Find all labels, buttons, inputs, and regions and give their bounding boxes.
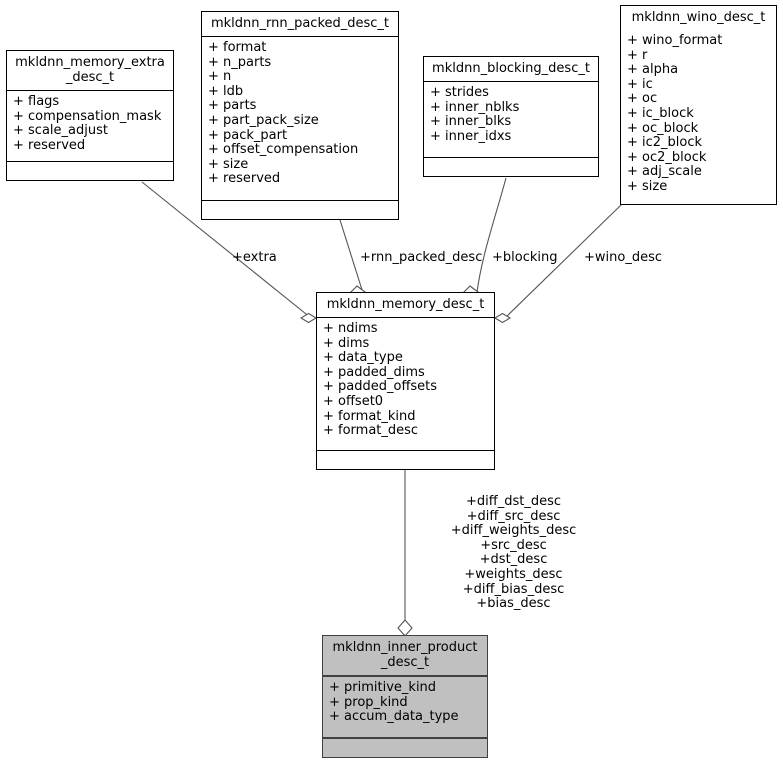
divider [202, 200, 398, 201]
edge-label-extra: +extra [232, 250, 277, 265]
divider [323, 675, 487, 677]
class-title: mkldnn_rnn_packed_desc_t [210, 16, 390, 31]
divider [323, 737, 487, 739]
attribute: + part_pack_size [208, 112, 319, 128]
attribute: + reserved [13, 137, 86, 153]
attribute: + adj_scale [627, 164, 702, 180]
aggregation-diamond-wino [493, 312, 512, 324]
attribute: + size [627, 178, 668, 194]
attribute: + inner_blks [430, 114, 512, 130]
class-box-rnn-packed-desc[interactable]: mkldnn_rnn_packed_desc_t + format + n_pa… [201, 11, 399, 220]
attribute: + n [208, 69, 232, 85]
aggregation-diamond-extra [299, 312, 318, 324]
attribute: + ic_block [627, 105, 694, 121]
class-attributes: + primitive_kind + prop_kind + accum_dat… [323, 677, 487, 737]
attribute: + ndims [323, 321, 378, 336]
class-title: mkldnn_blocking_desc_t [432, 61, 590, 76]
attribute: + scale_adjust [13, 123, 108, 139]
attribute: + dims [323, 335, 370, 351]
attribute: + size [208, 156, 249, 172]
class-attributes: + format + n_parts + n + ldb + parts + p… [202, 37, 398, 200]
attribute: + parts [208, 98, 257, 114]
attribute: + alpha [627, 62, 679, 78]
attribute: + inner_idxs [430, 128, 512, 144]
class-box-blocking-desc[interactable]: mkldnn_blocking_desc_t + strides + inner… [423, 56, 599, 177]
attribute: + format_kind [323, 408, 416, 424]
class-operations [621, 201, 776, 219]
class-title: mkldnn_memory_desc_t [326, 297, 485, 312]
edge-label-blocking: +blocking [492, 250, 558, 265]
attribute: + compensation_mask [13, 108, 162, 124]
class-box-inner-product-desc[interactable]: mkldnn_inner_product _desc_t + primitive… [322, 635, 488, 758]
class-attributes: + flags + compensation_mask + scale_adju… [7, 91, 173, 161]
attribute: + prop_kind [329, 694, 408, 710]
attribute: + accum_data_type [329, 709, 459, 725]
class-operations [323, 739, 487, 757]
attribute: + data_type [323, 350, 403, 366]
class-operations [424, 158, 598, 176]
divider [424, 157, 598, 158]
attribute: + offset_compensation [208, 142, 359, 158]
class-title: mkldnn_inner_product _desc_t [332, 640, 478, 670]
divider [424, 81, 598, 82]
attribute: + offset0 [323, 393, 384, 409]
attribute: + n_parts [208, 54, 272, 70]
attribute: + oc [627, 91, 658, 107]
divider [7, 90, 173, 91]
attribute: + ldb [208, 83, 244, 99]
attribute: + padded_dims [323, 364, 425, 380]
attribute: + oc2_block [627, 149, 707, 165]
class-box-wino-desc[interactable]: mkldnn_wino_desc_t + wino_format + r + a… [620, 5, 777, 205]
class-operations [317, 451, 494, 469]
class-attributes: + strides + inner_nblks + inner_blks + i… [424, 82, 598, 157]
divider [7, 161, 173, 162]
edge-label-inner-product-roles: +diff_dst_desc +diff_src_desc +diff_weig… [450, 494, 577, 612]
edge-label-wino-desc: +wino_desc [584, 250, 662, 265]
aggregation-diamond-inner-product [397, 619, 413, 637]
class-attributes: + wino_format + r + alpha + ic + oc + ic… [621, 30, 776, 201]
class-title: mkldnn_wino_desc_t [631, 10, 766, 25]
class-title: mkldnn_memory_extra _desc_t [15, 55, 165, 85]
attribute: + oc_block [627, 120, 699, 136]
attribute: + strides [430, 85, 489, 100]
attribute: + r [627, 47, 648, 63]
attribute: + padded_offsets [323, 379, 438, 395]
attribute: + format_desc [323, 423, 419, 439]
attribute: + format [208, 40, 267, 55]
divider [202, 36, 398, 37]
attribute: + reserved [208, 171, 281, 187]
attribute: + inner_nblks [430, 99, 520, 115]
attribute: + ic2_block [627, 135, 703, 151]
class-attributes: + ndims + dims + data_type + padded_dims… [317, 318, 494, 450]
attribute: + ic [627, 76, 653, 92]
attribute: + pack_part [208, 127, 288, 143]
attribute: + flags [13, 94, 60, 109]
attribute: + wino_format [627, 33, 723, 48]
divider [317, 450, 494, 451]
edge-blocking [476, 177, 507, 293]
edge-label-rnn-packed-desc: +rnn_packed_desc [360, 250, 483, 265]
class-box-memory-desc[interactable]: mkldnn_memory_desc_t + ndims + dims + da… [316, 292, 495, 470]
class-operations [202, 201, 398, 219]
divider [317, 317, 494, 318]
attribute: + primitive_kind [329, 680, 437, 695]
class-operations [7, 162, 173, 180]
class-box-memory-extra-desc[interactable]: mkldnn_memory_extra _desc_t + flags + co… [6, 50, 174, 181]
